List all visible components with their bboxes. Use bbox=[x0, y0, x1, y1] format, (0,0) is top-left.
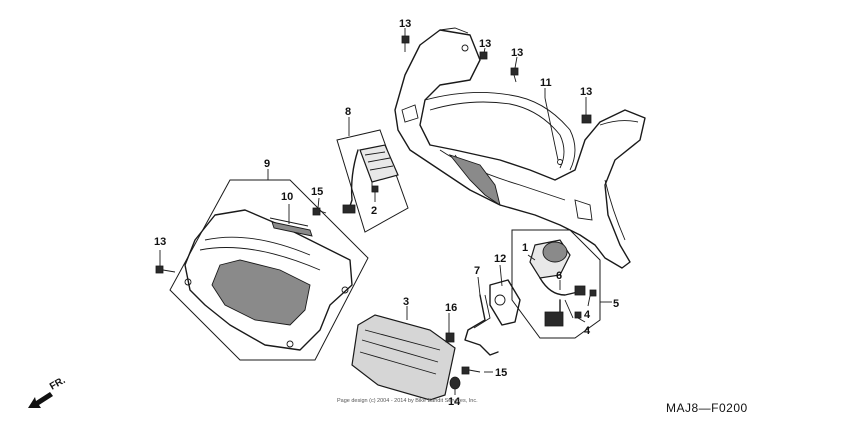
leader-lines bbox=[159, 28, 612, 395]
clip-16 bbox=[445, 332, 455, 343]
callout-14: 14 bbox=[448, 396, 461, 408]
trim-strip-part-10 bbox=[269, 217, 313, 237]
nut-14 bbox=[449, 376, 461, 390]
screw-2 bbox=[371, 185, 379, 193]
callout-4-lower: 4 bbox=[584, 325, 591, 337]
callouts: 13 13 13 13 13 11 8 9 10 15 2 3 1 12 7 6… bbox=[154, 18, 619, 408]
socket-assembly-group-5 bbox=[511, 229, 601, 339]
callout-16: 16 bbox=[445, 302, 457, 314]
bolt-13-top bbox=[401, 35, 410, 52]
callout-15-upper: 15 bbox=[311, 186, 323, 198]
callout-8: 8 bbox=[345, 106, 351, 118]
fasteners bbox=[155, 35, 597, 390]
bolt-13-left bbox=[155, 265, 176, 274]
callout-1: 1 bbox=[522, 242, 528, 254]
screw-4-upper bbox=[589, 289, 597, 297]
callout-7: 7 bbox=[474, 265, 480, 277]
callout-9: 9 bbox=[264, 158, 270, 170]
callout-13-mid: 13 bbox=[511, 47, 523, 59]
diagram-code: MAJ8—F0200 bbox=[666, 401, 748, 415]
front-direction-indicator: FR. bbox=[28, 375, 68, 408]
callout-6: 6 bbox=[556, 270, 562, 282]
callout-11: 11 bbox=[540, 77, 552, 89]
copyright-text: Page design (c) 2004 - 2014 by Bike Band… bbox=[337, 398, 478, 404]
stay-part-7 bbox=[464, 294, 499, 356]
callout-3: 3 bbox=[403, 296, 409, 308]
callout-13-right: 13 bbox=[580, 86, 592, 98]
bolt-13-right bbox=[581, 114, 592, 124]
callout-13-left: 13 bbox=[154, 236, 166, 248]
front-arrow-icon bbox=[28, 392, 53, 408]
lid-panel-part-3 bbox=[351, 314, 456, 401]
screw-4-lower bbox=[574, 311, 582, 319]
callout-5: 5 bbox=[613, 298, 619, 310]
callout-13-upper-mid: 13 bbox=[479, 38, 491, 50]
inner-fairing-part-11 bbox=[394, 27, 646, 269]
bolt-13-upper-mid bbox=[479, 51, 488, 60]
bolt-13-mid bbox=[510, 67, 519, 83]
callout-15-lower: 15 bbox=[495, 367, 507, 379]
bracket-part-12 bbox=[489, 279, 521, 326]
callout-13-top: 13 bbox=[399, 18, 411, 30]
meter-panel-group-9 bbox=[169, 179, 369, 361]
front-label: FR. bbox=[48, 375, 68, 393]
callout-4-upper: 4 bbox=[584, 309, 591, 321]
callout-12: 12 bbox=[494, 253, 506, 265]
callout-2: 2 bbox=[371, 205, 377, 217]
callout-10: 10 bbox=[281, 191, 293, 203]
switch-assembly-group-8 bbox=[336, 129, 409, 233]
screw-15-upper bbox=[312, 207, 327, 216]
screw-15-lower bbox=[461, 366, 481, 375]
